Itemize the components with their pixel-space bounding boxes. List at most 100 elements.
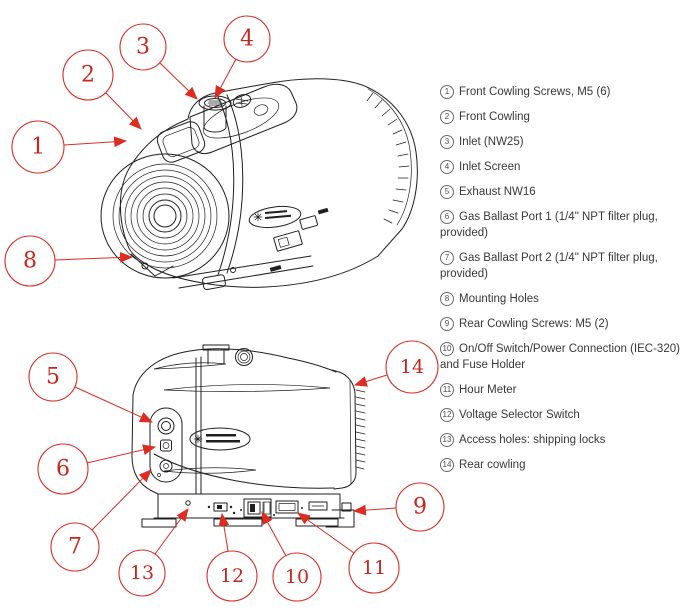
- callout-number: 10: [285, 566, 309, 588]
- legend-item-1: 1 Front Cowling Screws, M5 (6): [440, 84, 696, 100]
- callout-circle: [37, 443, 89, 495]
- callout-arrow: [352, 504, 397, 516]
- callout-arrow: [159, 62, 198, 100]
- legend-item-text: Voltage Selector Switch: [459, 409, 580, 421]
- callout-arrow: [54, 252, 134, 263]
- callout-number: 6: [56, 457, 70, 482]
- callout-number: 13: [130, 562, 154, 584]
- circled-number: 3: [440, 135, 454, 149]
- callout-number: 14: [400, 356, 424, 378]
- callout-number: 2: [81, 63, 95, 88]
- agilent-spark-icon: [193, 434, 203, 444]
- callout-arrow: [218, 512, 230, 552]
- callout-number: 7: [68, 535, 82, 560]
- callout-arrow: [63, 136, 128, 148]
- callout-12: 12: [206, 512, 258, 602]
- legend-item-14: 14 Rear cowling: [440, 457, 696, 473]
- legend-item-text: Rear Cowling Screws: M5 (2): [459, 318, 609, 330]
- callout-7: 7: [50, 469, 152, 572]
- legend-item-3: 3 Inlet (NW25): [440, 134, 696, 150]
- callout-13: 13: [118, 508, 189, 597]
- agilent-spark-icon: [253, 212, 263, 222]
- callout-8: 8: [4, 235, 134, 287]
- callout-10: 10: [261, 511, 322, 602]
- pump-top-isometric-drawing: [100, 78, 418, 291]
- callout-6: 6: [37, 443, 157, 495]
- callout-circle: [223, 15, 271, 63]
- callout-circle: [4, 235, 56, 287]
- callout-circle: [28, 352, 78, 402]
- body-profile: [131, 348, 337, 495]
- callout-number: 1: [31, 135, 45, 160]
- circled-number: 8: [440, 292, 454, 306]
- fan-grille: [100, 153, 230, 279]
- callout-arrow: [105, 92, 142, 130]
- callout-circle: [50, 522, 100, 572]
- hour-meter: [275, 500, 299, 514]
- pump-side-drawing: [131, 344, 366, 528]
- legend-item-9: 9 Rear Cowling Screws: M5 (2): [440, 316, 696, 332]
- circled-number: 9: [440, 317, 454, 331]
- callout-11: 11: [297, 512, 400, 594]
- power-connector-area: [269, 207, 329, 272]
- callout-arrow: [91, 469, 152, 531]
- pump-body-outline: [119, 78, 418, 288]
- callout-arrow: [214, 58, 237, 99]
- callout-number: 3: [136, 35, 150, 60]
- legend-item-text: Exhaust NW16: [459, 186, 536, 198]
- agilent-logo-top: [248, 205, 302, 229]
- callout-number: 4: [240, 27, 254, 52]
- inlet-stub: [202, 344, 230, 365]
- legend-item-text: Inlet Screen: [459, 161, 521, 173]
- callout-number: 9: [413, 495, 427, 520]
- circled-number: 5: [440, 185, 454, 199]
- callout-circle: [348, 542, 400, 594]
- callout-circle: [118, 549, 166, 597]
- callout-circle: [385, 340, 439, 394]
- legend-item-text: Mounting Holes: [459, 293, 539, 305]
- legend-item-text: Front Cowling Screws, M5 (6): [459, 86, 611, 98]
- callout-5: 5: [28, 352, 153, 423]
- rear-foot-bracket: [325, 509, 355, 528]
- legend-item-5: 5 Exhaust NW16: [440, 184, 696, 200]
- fuse-slot: [308, 501, 328, 511]
- callout-circle: [11, 120, 65, 174]
- legend-item-text: Gas Ballast Port 1 (1/4" NPT filter plug…: [440, 211, 658, 239]
- callout-14: 14: [353, 340, 439, 394]
- legend-item-text: Rear cowling: [459, 459, 526, 471]
- legend-item-8: 8 Mounting Holes: [440, 291, 696, 307]
- callout-circle: [395, 482, 445, 532]
- callout-arrow: [86, 444, 157, 464]
- legend-item-text: Hour Meter: [459, 384, 517, 396]
- mounting-hole: [141, 262, 149, 270]
- callout-circle: [206, 550, 258, 602]
- agilent-logo-side: [189, 427, 251, 451]
- circled-number: 1: [440, 85, 454, 99]
- callout-arrow: [261, 511, 287, 557]
- circled-number: 14: [440, 458, 454, 472]
- mounting-bracket: [130, 253, 314, 291]
- legend-item-text: Inlet (NW25): [459, 136, 524, 148]
- callout-circle: [119, 23, 167, 71]
- callout-number: 8: [23, 249, 37, 274]
- circled-number: 13: [440, 433, 454, 447]
- exhaust-port: [157, 417, 175, 435]
- legend-item-text: Front Cowling: [459, 111, 530, 123]
- circled-number: 7: [440, 251, 454, 265]
- circled-number: 2: [440, 110, 454, 124]
- callout-number: 11: [362, 557, 386, 579]
- circled-number: 6: [440, 210, 454, 224]
- callout-circle: [272, 552, 322, 602]
- parts-legend: 1 Front Cowling Screws, M5 (6) 2 Front Cow…: [440, 84, 696, 482]
- callout-number: 5: [46, 365, 60, 390]
- gas-ballast-port-1: [160, 439, 172, 452]
- legend-item-2: 2 Front Cowling: [440, 109, 696, 125]
